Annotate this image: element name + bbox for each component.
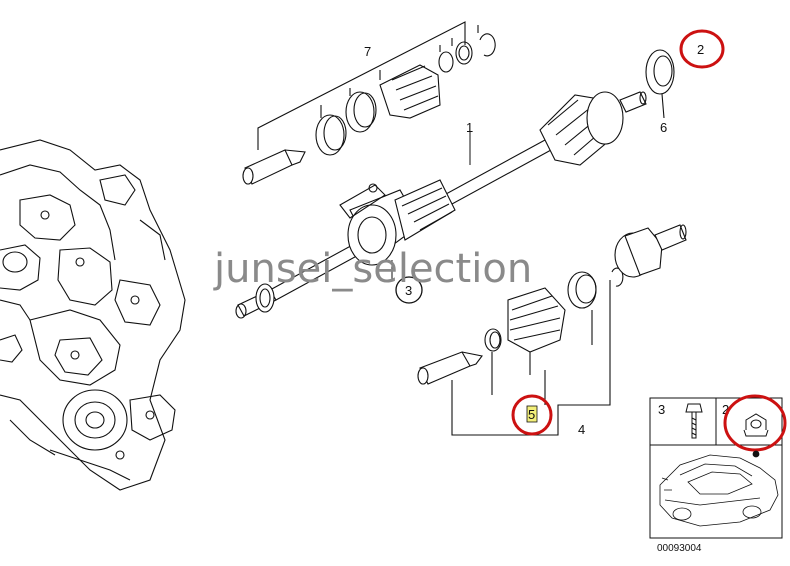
bolt-icon (685, 403, 703, 439)
seal-ring-6 (645, 49, 675, 119)
inset-label-2: 2 (722, 402, 729, 417)
inset-label-3: 3 (658, 402, 665, 417)
callout-label-3: 3 (405, 283, 412, 298)
callout-5-highlight: 5 (511, 394, 553, 436)
driveshaft-assembly-1 (235, 91, 647, 319)
watermark-text: junsei_selection (213, 246, 532, 292)
callout-label-6: 6 (660, 120, 667, 135)
kit-4-parts (417, 224, 687, 436)
callout-label-5: 5 (528, 407, 535, 422)
kit-7-parts (242, 21, 496, 185)
nut-icon (743, 413, 769, 437)
car-silhouette-icon (659, 450, 779, 527)
callout-label-4: 4 (578, 422, 585, 437)
callout-2-highlight: 2 (679, 29, 725, 69)
callout-label-1: 1 (466, 120, 473, 135)
drawing-code: 00093004 (657, 543, 702, 554)
callout-label-2: 2 (697, 42, 704, 57)
callout-leaders (391, 132, 471, 280)
callout-3-circle: 3 (395, 276, 423, 304)
callout-label-7: 7 (364, 44, 371, 59)
inset-2-highlight (723, 394, 787, 452)
gearbox-housing (0, 139, 186, 491)
